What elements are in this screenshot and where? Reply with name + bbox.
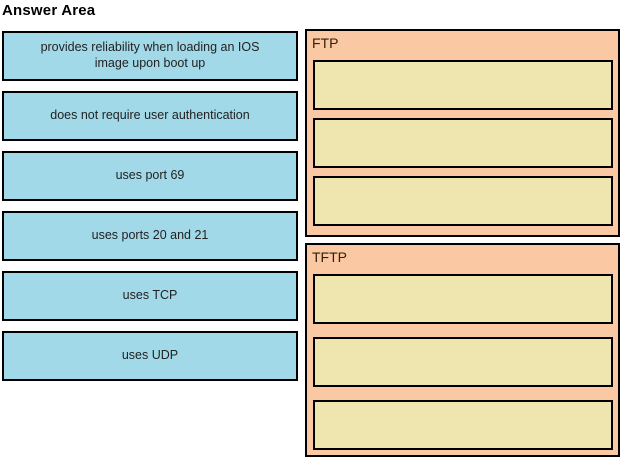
tftp-drop-zone: TFTP — [305, 243, 620, 457]
ftp-zone-label: FTP — [312, 35, 339, 51]
drag-item-label: provides reliability when loading an IOS… — [40, 40, 260, 70]
tftp-drop-slot-3[interactable] — [313, 400, 613, 450]
drag-item-no-user-authentication[interactable]: does not require user authentication — [2, 91, 298, 141]
tftp-drop-slot-2[interactable] — [313, 337, 613, 387]
drag-items-column: provides reliability when loading an IOS… — [2, 31, 298, 391]
tftp-zone-label: TFTP — [312, 249, 347, 265]
drag-item-tcp[interactable]: uses TCP — [2, 271, 298, 321]
page-title: Answer Area — [2, 2, 96, 19]
drag-item-label: uses ports 20 and 21 — [91, 228, 209, 243]
ftp-drop-slot-3[interactable] — [313, 176, 613, 226]
drag-item-ports-20-21[interactable]: uses ports 20 and 21 — [2, 211, 298, 261]
drag-item-port-69[interactable]: uses port 69 — [2, 151, 298, 201]
drag-item-label: uses port 69 — [115, 168, 185, 183]
ftp-drop-slot-2[interactable] — [313, 118, 613, 168]
drag-item-ios-reliability[interactable]: provides reliability when loading an IOS… — [2, 31, 298, 81]
ftp-drop-slot-1[interactable] — [313, 60, 613, 110]
tftp-drop-slot-1[interactable] — [313, 274, 613, 324]
drag-item-label: does not require user authentication — [50, 108, 250, 123]
drag-item-label: uses TCP — [122, 288, 178, 303]
drag-item-udp[interactable]: uses UDP — [2, 331, 298, 381]
drag-item-label: uses UDP — [121, 348, 179, 363]
ftp-drop-zone: FTP — [305, 29, 620, 237]
